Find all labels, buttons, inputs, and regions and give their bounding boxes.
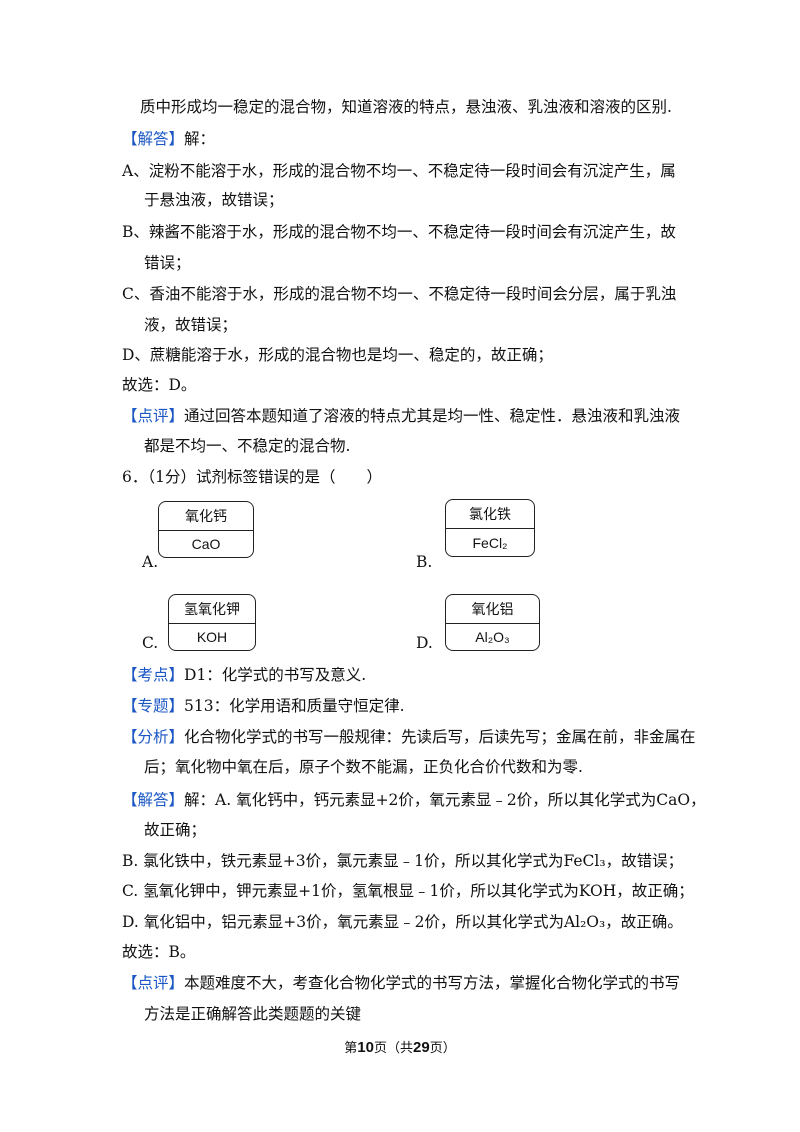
text-line: 都是不均一、不稳定的混合物. — [144, 437, 351, 455]
text-line: 错误； — [144, 254, 191, 272]
text-line: 【考点】D1：化学式的书写及意义. — [122, 664, 366, 686]
label-card-a: 氧化钙 CaO — [158, 501, 254, 558]
label-card-c: 氢氧化钾 KOH — [168, 594, 256, 651]
page-total: 29 — [413, 1039, 430, 1056]
text-line: 质中形成均一稳定的混合物，知道溶液的特点，悬浊液、乳浊液和溶液的区别. — [140, 98, 672, 116]
text-line: 故正确； — [144, 821, 207, 839]
text-segment: D1：化学式的书写及意义. — [184, 666, 367, 684]
label-formula: CaO — [191, 536, 221, 552]
label-name: 氯化铁 — [446, 500, 534, 529]
text-segment: 通过回答本题知道了溶液的特点尤其是均一性、稳定性．悬浊液和乳浊液 — [184, 407, 681, 425]
text-line: C、香油不能溶于水，形成的混合物不均一、不稳定待一段时间会分层，属于乳浊 — [122, 285, 677, 303]
text-line: A、淀粉不能溶于水，形成的混合物不均一、不稳定待一段时间会有沉淀产生，属 — [122, 162, 676, 180]
answer-tag: 【解答】 — [122, 130, 185, 148]
label-card-b: 氯化铁 FeCl₂ — [445, 499, 535, 557]
option-letter-a: A. — [142, 553, 159, 571]
analysis-tag: 【分析】 — [122, 728, 185, 746]
text-line: D、蔗糖能溶于水，形成的混合物也是均一、稳定的，故正确； — [122, 346, 553, 364]
answer-tag: 【解答】 — [122, 791, 185, 809]
label-formula: FeCl₂ — [472, 534, 508, 551]
text-line: 【分析】化合物化学式的书写一般规律：先读后写，后读先写；金属在前，非金属在 — [122, 726, 696, 748]
label-formula: Al₂O₃ — [475, 629, 510, 645]
text-line: 液，故错误； — [144, 316, 238, 334]
text-line: 于悬浊液，故错误； — [144, 191, 284, 209]
page-footer: 第10页（共29页） — [0, 1037, 800, 1056]
option-letter-c: C. — [142, 634, 159, 652]
comment-tag: 【点评】 — [122, 974, 185, 992]
topic-tag: 【专题】 — [122, 697, 185, 715]
text-line: 故选：B。 — [122, 943, 196, 961]
comment-tag: 【点评】 — [122, 407, 185, 425]
text-line: 后；氧化物中氧在后，原子个数不能漏，正负化合价代数和为零. — [144, 758, 583, 776]
option-letter-b: B. — [416, 553, 433, 571]
text-segment: 解： — [184, 130, 216, 148]
footer-suffix: 页） — [429, 1041, 456, 1056]
label-name: 氢氧化钾 — [169, 595, 255, 624]
label-formula: KOH — [196, 629, 228, 645]
text-line: 【解答】解： — [122, 128, 215, 150]
keypoint-tag: 【考点】 — [122, 666, 185, 684]
text-line: 【解答】解：A. 氧化钙中，钙元素显+2价，氧元素显﹣2价，所以其化学式为CaO… — [122, 789, 706, 811]
text-segment: 化合物化学式的书写一般规律：先读后写，后读先写；金属在前，非金属在 — [184, 728, 696, 746]
text-line: C. 氢氧化钾中，钾元素显+1价，氢氧根显﹣1价，所以其化学式为KOH，故正确； — [122, 882, 694, 900]
text-line: 方法是正确解答此类题题的关键 — [144, 1005, 362, 1023]
text-segment: 本题难度不大，考查化合物化学式的书写方法，掌握化合物化学式的书写 — [184, 974, 681, 992]
text-segment: 513：化学用语和质量守恒定律. — [184, 697, 405, 715]
text-line: 故选：D。 — [122, 376, 197, 394]
label-name: 氧化铝 — [446, 595, 539, 624]
label-card-d: 氧化铝 Al₂O₃ — [445, 594, 540, 651]
page-number: 10 — [357, 1039, 374, 1056]
label-name: 氧化钙 — [159, 502, 253, 531]
text-segment: 解：A. 氧化钙中，钙元素显+2价，氧元素显﹣2价，所以其化学式为CaO， — [184, 791, 706, 809]
text-line: 【点评】通过回答本题知道了溶液的特点尤其是均一性、稳定性．悬浊液和乳浊液 — [122, 405, 680, 427]
text-line: 【专题】513：化学用语和质量守恒定律. — [122, 695, 405, 717]
text-line: B. 氯化铁中，铁元素显+3价，氯元素显﹣1价，所以其化学式为FeCl₃，故错误… — [122, 852, 684, 870]
option-letter-d: D. — [416, 634, 433, 652]
question-title: 6．（1分）试剂标签错误的是（ ） — [122, 468, 382, 486]
text-line: B、辣酱不能溶于水，形成的混合物不均一、不稳定待一段时间会有沉淀产生，故 — [122, 223, 676, 241]
footer-prefix: 第 — [344, 1041, 358, 1056]
footer-mid: 页（共 — [373, 1041, 413, 1056]
text-line: 【点评】本题难度不大，考查化合物化学式的书写方法，掌握化合物化学式的书写 — [122, 972, 680, 994]
text-line: D. 氧化铝中，铝元素显+3价，氧元素显﹣2价，所以其化学式为Al₂O₃，故正确… — [122, 913, 683, 931]
